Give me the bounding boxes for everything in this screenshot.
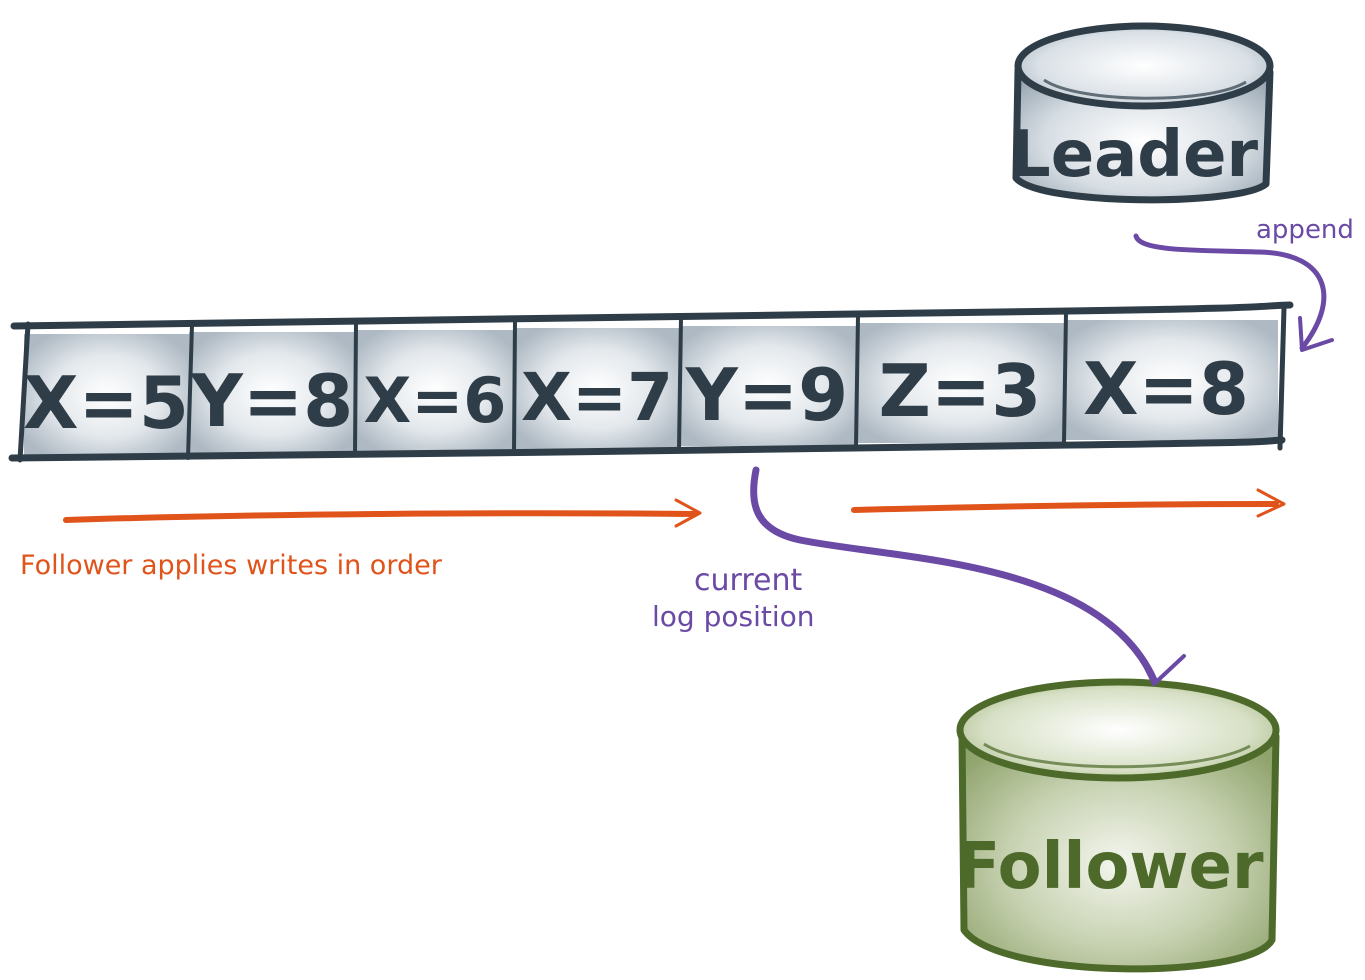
follower-top bbox=[956, 678, 1280, 782]
follower-applies-label: Follower applies writes in order bbox=[20, 550, 443, 581]
log-entry-2: X=6 bbox=[364, 364, 507, 437]
log-divider bbox=[1277, 305, 1287, 451]
append-arrow-line bbox=[1133, 233, 1327, 351]
log-divider bbox=[854, 314, 860, 448]
current-position-arrow-line bbox=[750, 466, 1158, 684]
follower-label: Follower bbox=[956, 830, 1263, 904]
log-divider bbox=[17, 321, 31, 463]
apply-arrow-right-head-icon bbox=[1256, 488, 1286, 518]
log-top-border bbox=[10, 301, 1294, 330]
log-entry-6: X=8 bbox=[1083, 347, 1249, 431]
log-cell-1 bbox=[189, 332, 355, 456]
log-cell-0 bbox=[24, 334, 189, 458]
log-cell-5 bbox=[856, 323, 1064, 443]
follower-database: Follower bbox=[956, 678, 1280, 973]
log-entry-0: X=5 bbox=[23, 361, 189, 445]
log-divider bbox=[677, 316, 683, 451]
current-position-arrowhead-icon bbox=[1138, 654, 1186, 686]
leader-top bbox=[1014, 22, 1274, 110]
leader-rim bbox=[1043, 78, 1247, 100]
log-entry-3: X=7 bbox=[521, 359, 673, 436]
log-divider bbox=[353, 320, 358, 457]
append-arrowhead-icon bbox=[1298, 316, 1334, 352]
follower-body bbox=[958, 730, 1280, 973]
apply-arrow-left-head-icon bbox=[674, 498, 702, 528]
log-entry-4: Y=9 bbox=[685, 353, 849, 437]
current-position-label-line2: log position bbox=[652, 600, 815, 633]
log-entry-1: Y=8 bbox=[190, 359, 354, 443]
leader-database: Leader bbox=[1010, 22, 1274, 204]
log-entry-5: Z=3 bbox=[879, 349, 1042, 433]
log-divider bbox=[1062, 310, 1068, 445]
log-strip: X=5 Y=8 X=6 X=7 Y=9 Z=3 X=8 bbox=[8, 301, 1294, 463]
log-divider bbox=[186, 323, 194, 460]
leader-label: Leader bbox=[1010, 118, 1259, 192]
append-arrow: append bbox=[1133, 215, 1354, 352]
log-cell-3 bbox=[515, 328, 679, 450]
log-bottom-border bbox=[8, 436, 1286, 462]
apply-arrow-left-line bbox=[63, 510, 697, 523]
log-cell-2 bbox=[355, 330, 515, 452]
log-cell-6 bbox=[1064, 320, 1278, 440]
append-label: append bbox=[1256, 215, 1354, 245]
apply-direction-arrows: Follower applies writes in order bbox=[20, 488, 1286, 581]
apply-arrow-right-line bbox=[851, 501, 1279, 513]
log-divider bbox=[512, 318, 517, 454]
current-position-label-line1: current bbox=[694, 563, 802, 598]
current-position-arrow: current log position bbox=[652, 466, 1186, 686]
follower-rim bbox=[983, 742, 1251, 769]
log-cell-4 bbox=[679, 326, 856, 446]
